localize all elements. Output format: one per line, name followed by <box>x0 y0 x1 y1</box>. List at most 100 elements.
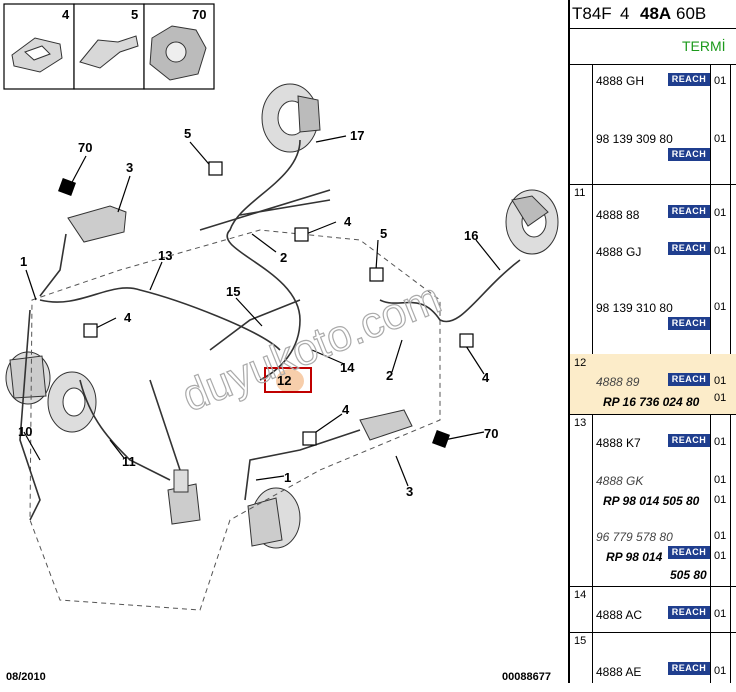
part-number[interactable]: 4888 GK <box>596 474 644 488</box>
part-number[interactable]: 98 139 310 80 <box>596 301 673 315</box>
callout-70: 70 <box>484 426 498 441</box>
quantity: 01 <box>714 436 727 448</box>
brake-lines <box>19 139 521 521</box>
highlight-box-12[interactable] <box>264 367 312 393</box>
reach-badge: REACH <box>668 317 710 330</box>
callout-3: 3 <box>126 160 133 175</box>
subheader: TERMİ <box>570 28 736 65</box>
header-group: 48A <box>640 4 672 23</box>
group-number: 12 <box>574 357 587 369</box>
quantity: 01 <box>714 550 727 562</box>
leader-lines <box>23 135 501 487</box>
table-row-selected[interactable]: 12 4888 89 REACH 01 RP 16 736 024 80 01 <box>570 354 736 415</box>
front-caliper-bottom <box>247 487 301 549</box>
parts-table: T84F 4 48A 60B TERMİ 4888 GH REACH 01 98… <box>568 0 736 683</box>
inset-number-70: 70 <box>192 7 206 22</box>
callout-16: 16 <box>464 228 478 243</box>
callout-labels: 70 3 1 13 4 5 17 4 2 15 5 16 14 2 4 12 4… <box>18 126 498 499</box>
table-row[interactable]: 15 4888 AE REACH 01 <box>570 632 736 692</box>
header-engine: 4 <box>620 4 630 23</box>
reach-badge: REACH <box>668 73 710 86</box>
front-left-caliper <box>5 351 51 405</box>
part-number[interactable]: 4888 89 <box>596 375 640 389</box>
quantity: 01 <box>714 75 727 87</box>
callout-2: 2 <box>386 368 393 383</box>
chassis-outline <box>29 229 441 611</box>
reach-badge: REACH <box>668 546 710 559</box>
quantity: 01 <box>714 133 727 145</box>
reach-badge: REACH <box>668 242 710 255</box>
inset-box-4[interactable]: 4 <box>3 3 75 90</box>
quantity: 01 <box>714 665 727 677</box>
callout-3: 3 <box>406 484 413 499</box>
replacement-part-number[interactable]: RP 16 736 024 80 <box>603 395 700 409</box>
abs-module <box>167 469 201 525</box>
callout-5: 5 <box>184 126 191 141</box>
quantity: 01 <box>714 245 727 257</box>
callout-13: 13 <box>158 248 172 263</box>
part-number[interactable]: 4888 88 <box>596 208 640 222</box>
reach-badge: REACH <box>668 434 710 447</box>
table-row[interactable]: 11 4888 88 REACH 01 4888 GJ REACH 01 98 … <box>570 184 736 355</box>
table-header: T84F 4 48A 60B <box>570 0 736 29</box>
replacement-part-number-cont: 505 80 <box>670 568 707 582</box>
part-number[interactable]: 4888 K7 <box>596 436 641 450</box>
part-number[interactable]: 4888 GH <box>596 74 645 88</box>
quantity: 01 <box>714 207 727 219</box>
bracket-left <box>67 205 127 243</box>
callout-14: 14 <box>340 360 355 375</box>
inset-box-5[interactable]: 5 <box>73 3 145 90</box>
bracket-right <box>359 409 413 441</box>
reach-badge: REACH <box>668 662 710 675</box>
callout-4: 4 <box>344 214 352 229</box>
highlight-glow <box>276 369 304 393</box>
reach-badge: REACH <box>668 606 710 619</box>
reach-badge: REACH <box>668 205 710 218</box>
quantity: 01 <box>714 392 727 404</box>
callout-4: 4 <box>124 310 132 325</box>
inset-number-5: 5 <box>131 7 138 22</box>
group-number: 13 <box>574 417 587 429</box>
callout-11: 11 <box>122 454 136 469</box>
part-number[interactable]: 98 139 309 80 <box>596 132 673 146</box>
table-row[interactable]: 13 4888 K7 REACH 01 4888 GK 01 RP 98 014… <box>570 414 736 587</box>
header-section: 60B <box>676 4 707 23</box>
parts-diagram: 4 5 70 <box>3 3 559 683</box>
quantity: 01 <box>714 375 727 387</box>
callout-12: 12 <box>277 373 291 388</box>
part-number[interactable]: 4888 AE <box>596 665 642 679</box>
callout-70: 70 <box>78 140 92 155</box>
group-number: 14 <box>574 589 587 601</box>
quantity: 01 <box>714 494 727 506</box>
part-number[interactable]: 4888 GJ <box>596 245 642 259</box>
callout-15: 15 <box>226 284 240 299</box>
table-row[interactable]: 4888 GH REACH 01 98 139 309 80 01 REACH <box>570 64 736 185</box>
fastener-markers <box>83 161 474 446</box>
subheader-text: TERMİ <box>682 38 726 54</box>
front-right-disc <box>261 83 321 153</box>
callout-17: 17 <box>350 128 364 143</box>
callout-10: 10 <box>18 424 32 439</box>
part-number[interactable]: 4888 AC <box>596 608 643 622</box>
group-number: 11 <box>574 187 586 199</box>
part-number[interactable]: 96 779 578 80 <box>596 530 673 544</box>
rear-left-disc <box>47 371 97 433</box>
quantity: 01 <box>714 301 727 313</box>
table-row[interactable]: 14 4888 AC REACH 01 <box>570 586 736 633</box>
callout-1: 1 <box>284 470 291 485</box>
callout-2: 2 <box>280 250 287 265</box>
watermark: duyukoto.com <box>175 273 447 421</box>
callout-4: 4 <box>482 370 490 385</box>
quantity: 01 <box>714 530 727 542</box>
callout-1: 1 <box>20 254 27 269</box>
rear-right-disc <box>505 189 559 255</box>
reach-badge: REACH <box>668 373 710 386</box>
inset-box-70[interactable]: 70 <box>143 3 215 90</box>
replacement-part-number[interactable]: RP 98 014 <box>606 550 663 564</box>
footer-date: 08/2010 <box>6 671 46 683</box>
group-number: 15 <box>574 635 587 647</box>
callout-4: 4 <box>342 402 350 417</box>
replacement-part-number[interactable]: RP 98 014 505 80 <box>603 494 700 508</box>
nut-marker <box>432 430 450 448</box>
callout-5: 5 <box>380 226 387 241</box>
